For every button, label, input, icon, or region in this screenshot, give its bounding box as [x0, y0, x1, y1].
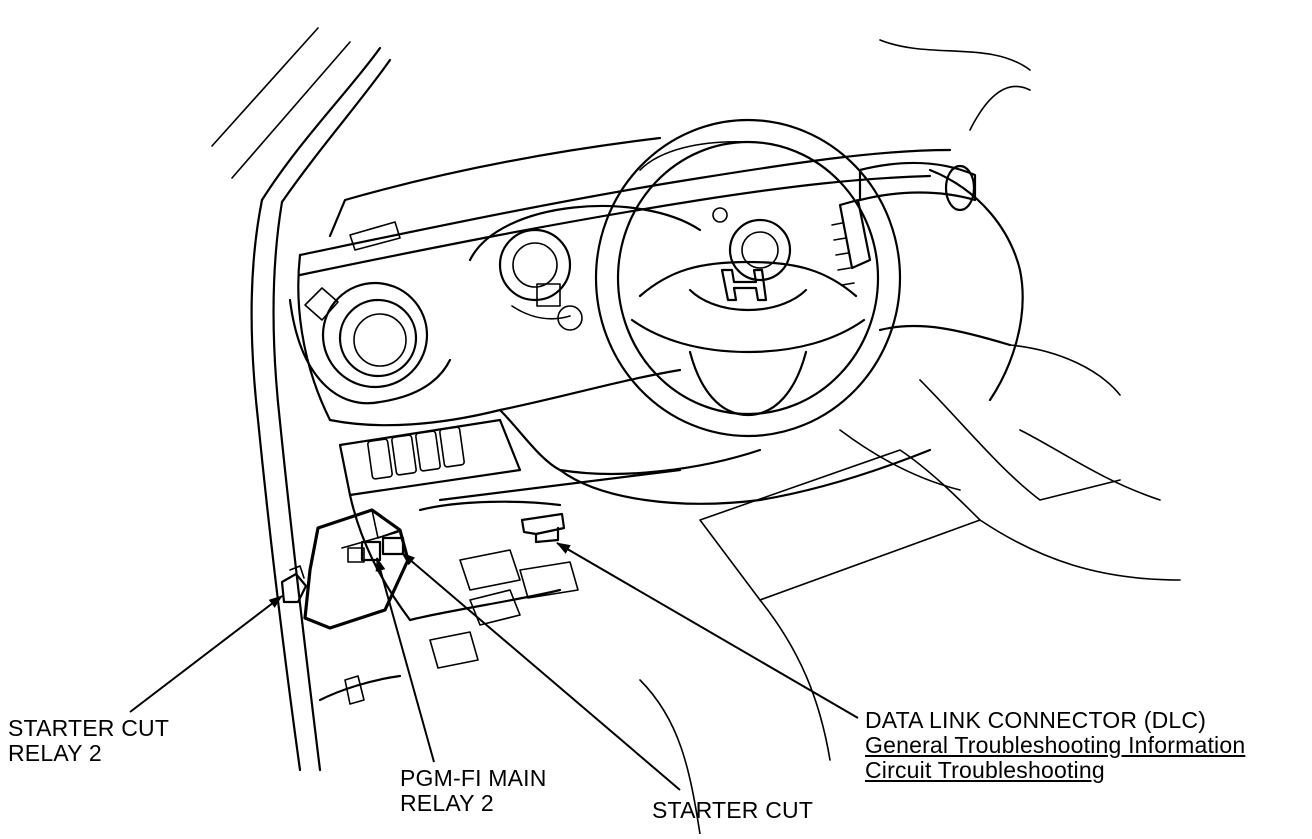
- instrument-cluster: [468, 204, 792, 331]
- a-pillar: [211, 27, 392, 772]
- honda-h-logo-icon: [720, 268, 768, 302]
- leader-starter-cut: [401, 552, 681, 791]
- dashboard-top: [297, 39, 1031, 422]
- label-starter-cut-relay2-line2: RELAY 2: [8, 740, 102, 766]
- data-link-connector: [520, 512, 566, 544]
- label-pgm-fi-main-relay2-line2: RELAY 2: [400, 790, 494, 816]
- under-dash-fuse-box: [303, 508, 410, 630]
- link-general-troubleshooting[interactable]: General Troubleshooting Information: [865, 732, 1246, 758]
- leader-dlc: [556, 542, 859, 719]
- label-pgm-fi-main-relay2: PGM-FI MAIN RELAY 2: [400, 766, 547, 816]
- lower-dash: [318, 368, 1181, 835]
- leader-starter-cut-relay2: [129, 595, 283, 713]
- label-starter-cut-relay2-line1: STARTER CUT: [8, 715, 170, 741]
- label-starter-cut-relay2: STARTER CUT RELAY 2: [8, 716, 169, 766]
- label-dlc: DATA LINK CONNECTOR (DLC) General Troubl…: [865, 708, 1245, 783]
- link-circuit-troubleshooting[interactable]: Circuit Troubleshooting: [865, 757, 1105, 783]
- label-dlc-title: DATA LINK CONNECTOR (DLC): [865, 707, 1207, 733]
- relay-starter-cut-2: [280, 565, 308, 604]
- steering-wheel: [594, 118, 902, 438]
- relay-starter-cut: [381, 536, 405, 556]
- leader-lines: [129, 542, 859, 791]
- label-starter-cut: STARTER CUT: [652, 797, 814, 823]
- relay-pgm-fi-main-2: [347, 540, 382, 563]
- center-stack: [831, 161, 1121, 402]
- left-air-vent: [288, 281, 452, 405]
- label-pgm-fi-main-relay2-line1: PGM-FI MAIN: [400, 765, 547, 791]
- leader-pgm-fi-main-relay2: [375, 557, 435, 763]
